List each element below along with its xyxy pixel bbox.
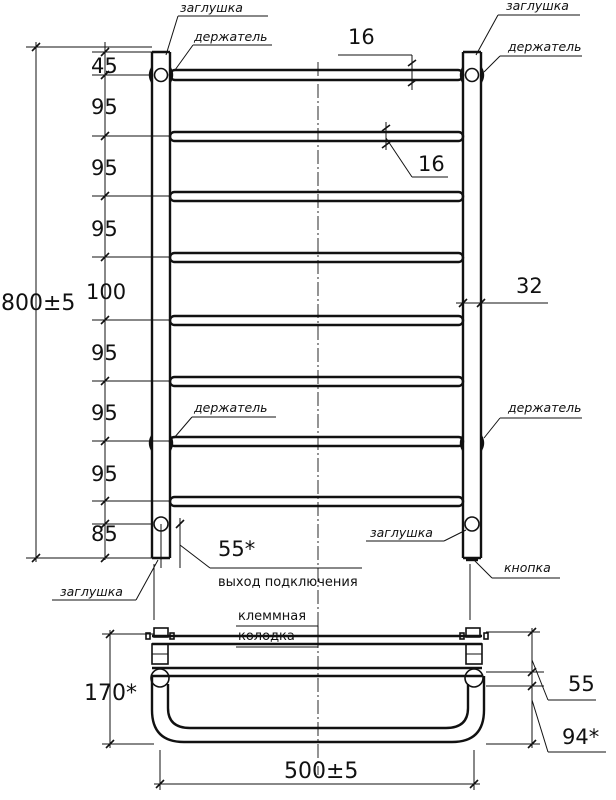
cap-circles — [153, 67, 480, 532]
riser-diameter-dim: 32 — [516, 274, 543, 298]
overall-height-dim-lines — [26, 42, 152, 563]
left-riser — [150, 50, 172, 560]
pitch-dim-1: 45 — [91, 54, 118, 78]
side-depth-dim-lines — [102, 629, 154, 749]
label-cap-bottom-left: заглушка — [60, 584, 123, 599]
label-cap-top-right: заглушка — [506, 0, 569, 13]
label-cap-bottom-right: заглушка — [370, 525, 433, 540]
pitch-dim-5: 100 — [86, 280, 126, 304]
holder-icons — [148, 67, 485, 451]
pitch-dim-9: 85 — [91, 522, 118, 546]
connection-offset-dim: 55* — [218, 537, 255, 561]
rungs — [168, 68, 465, 508]
side-view-frame — [145, 627, 489, 744]
label-holder-top-left: держатель — [193, 29, 268, 44]
overall-width-dim-lines — [154, 750, 480, 790]
side-bottom-dim: 94* — [562, 725, 599, 749]
top-bar-diameter-dim: 16 — [348, 25, 375, 49]
label-terminal-block-2: колодка — [238, 629, 295, 644]
pitch-dim-3: 95 — [91, 156, 118, 180]
overall-height-dim: 800±5 — [1, 291, 75, 316]
pitch-dim-8: 95 — [91, 462, 118, 486]
side-rung-offset-dim: 55 — [568, 672, 595, 696]
rung-diameter-dim: 16 — [418, 152, 445, 176]
label-connection-outlet: выход подключения — [218, 575, 358, 590]
pitch-dim-7: 95 — [91, 401, 118, 425]
label-button: кнопка — [504, 560, 551, 575]
connection-outlet-leader — [160, 518, 362, 569]
label-holder-mid-right: держатель — [507, 400, 582, 415]
label-holder-top-right: держатель — [507, 39, 582, 54]
label-cap-top-left: заглушка — [180, 0, 243, 15]
side-right-dim-lines — [486, 627, 606, 753]
rung-diameter-leader — [381, 122, 448, 178]
top-bar-diameter-leader — [338, 54, 417, 90]
riser-diameter-leader — [456, 298, 548, 308]
pitch-dim-6: 95 — [91, 341, 118, 365]
pitch-dim-2: 95 — [91, 95, 118, 119]
label-holder-mid-left: держатель — [193, 400, 268, 415]
label-terminal-block-1: клеммная — [238, 609, 306, 624]
pitch-dim-4: 95 — [91, 217, 118, 241]
overall-width-dim: 500±5 — [284, 759, 358, 784]
side-depth-dim: 170* — [84, 681, 137, 706]
